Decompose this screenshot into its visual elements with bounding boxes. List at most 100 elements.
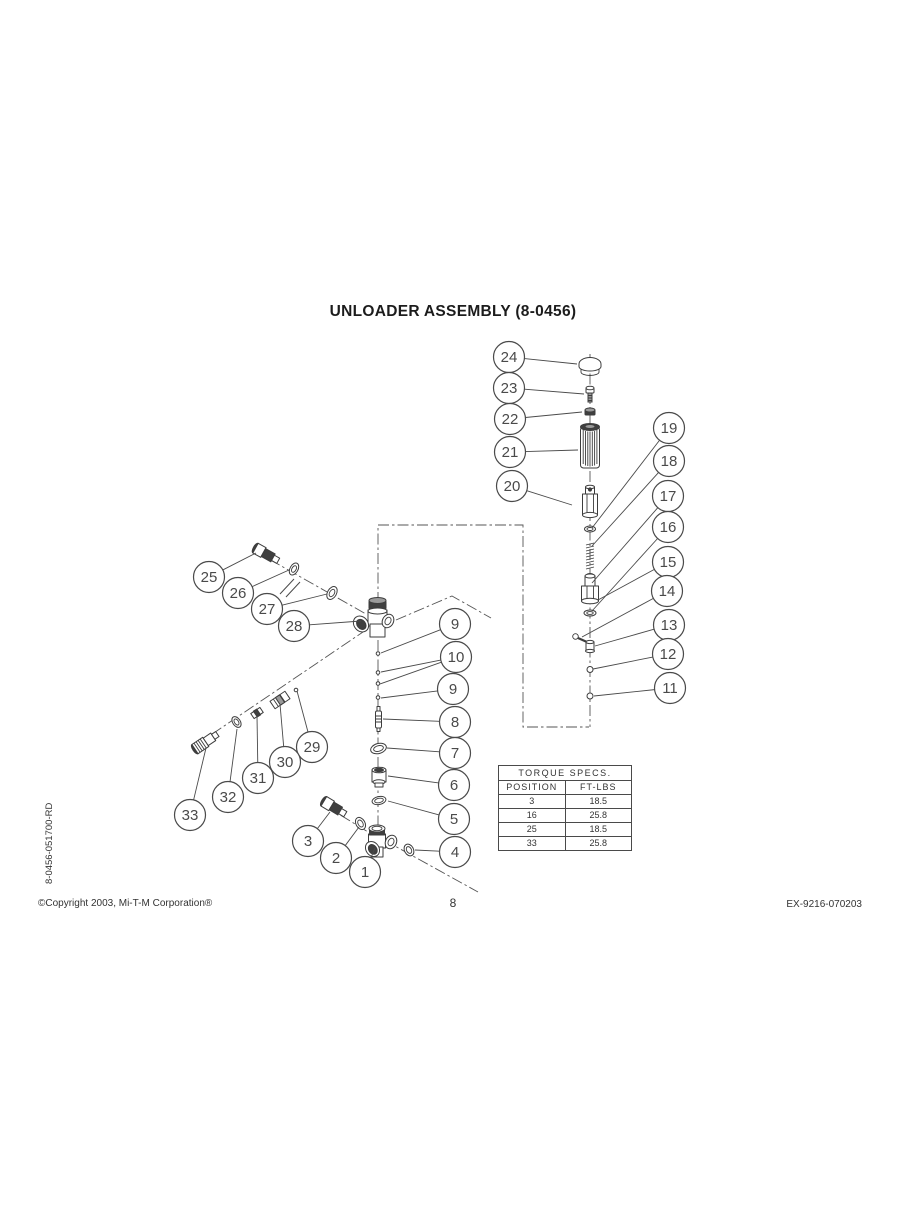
callout-20: 20 bbox=[495, 469, 573, 506]
leader-line bbox=[597, 568, 655, 601]
callout-number: 9 bbox=[449, 681, 457, 698]
callout-7: 7 bbox=[386, 736, 472, 770]
torque-col-ftlbs: FT-LBS bbox=[579, 782, 617, 792]
callout-number: 32 bbox=[220, 789, 237, 806]
part-spring bbox=[585, 542, 595, 570]
leader-line bbox=[593, 689, 655, 697]
leader-line bbox=[524, 388, 585, 395]
callout-number: 11 bbox=[662, 680, 678, 697]
torque-specs-table: TORQUE SPECS. POSITION FT-LBS 3 18.5 16 … bbox=[498, 765, 632, 851]
callout-1: 1 bbox=[348, 847, 382, 889]
callout-number: 2 bbox=[332, 850, 340, 867]
part-screw bbox=[585, 385, 595, 403]
leader-line bbox=[581, 597, 654, 638]
callout-number: 15 bbox=[660, 554, 677, 571]
part-ball-12 bbox=[586, 666, 594, 673]
leader-line bbox=[296, 690, 309, 733]
callout-bubble bbox=[221, 576, 255, 610]
callout-8: 8 bbox=[382, 705, 472, 739]
torque-table-title: TORQUE SPECS. bbox=[499, 766, 631, 781]
page-title: UNLOADER ASSEMBLY (8-0456) bbox=[329, 303, 577, 320]
callout-bubble bbox=[437, 802, 471, 836]
callout-18: 18 bbox=[591, 444, 686, 547]
part-cap bbox=[578, 357, 602, 376]
callout-6: 6 bbox=[387, 768, 471, 802]
callout-bubble bbox=[437, 768, 471, 802]
part-ball-29 bbox=[293, 687, 299, 693]
leader-line bbox=[592, 656, 653, 670]
callout-bubble bbox=[211, 780, 245, 814]
leader-line bbox=[387, 800, 440, 816]
callout-bubble bbox=[192, 560, 226, 594]
side-part-code: 8-0456-051700-RD bbox=[44, 802, 55, 884]
leader-line bbox=[279, 703, 285, 747]
document-code: EX-9216-070203 bbox=[786, 899, 862, 910]
part-washer-26 bbox=[288, 562, 300, 576]
callout-9: 9 bbox=[380, 672, 470, 706]
callout-29: 29 bbox=[295, 690, 329, 764]
callout-bubble bbox=[652, 444, 686, 478]
callout-22: 22 bbox=[493, 402, 583, 436]
callout-number: 16 bbox=[660, 519, 677, 536]
callout-bubble bbox=[438, 607, 472, 641]
leader-line bbox=[281, 593, 328, 606]
leader-line bbox=[526, 490, 573, 506]
callout-number: 23 bbox=[501, 380, 518, 397]
callout-number: 19 bbox=[661, 420, 678, 437]
callout-2: 2 bbox=[319, 826, 360, 875]
part-oring-16 bbox=[583, 609, 597, 617]
callout-21: 21 bbox=[493, 435, 579, 469]
part-plug-6 bbox=[371, 766, 387, 788]
callout-bubble bbox=[652, 411, 686, 445]
torque-row: 3 18.5 bbox=[499, 795, 631, 809]
callout-bubble bbox=[653, 671, 687, 705]
part-eyelet-pin bbox=[572, 633, 588, 644]
callout-number: 22 bbox=[502, 411, 519, 428]
callout-bubble bbox=[493, 435, 527, 469]
leader-line bbox=[229, 728, 238, 782]
leader-line bbox=[382, 718, 440, 722]
callout-bubble bbox=[319, 841, 353, 875]
callout-bubble bbox=[438, 835, 472, 869]
leader-line bbox=[525, 449, 579, 452]
leader-line bbox=[317, 811, 331, 829]
callout-bubble bbox=[173, 798, 207, 832]
callout-number: 27 bbox=[259, 601, 276, 618]
callout-number: 28 bbox=[286, 618, 303, 635]
leader-line bbox=[525, 411, 583, 418]
callout-bubble bbox=[348, 855, 382, 889]
callout-number: 7 bbox=[451, 745, 459, 762]
leader-line bbox=[387, 775, 439, 784]
leader-line bbox=[256, 715, 259, 763]
part-adjuster-fitting bbox=[582, 484, 598, 519]
part-washer-4 bbox=[403, 843, 415, 857]
callout-28: 28 bbox=[277, 609, 362, 643]
part-nut bbox=[584, 407, 596, 416]
callout-number: 6 bbox=[450, 777, 458, 794]
part-oring-5 bbox=[371, 795, 387, 806]
callout-number: 30 bbox=[277, 754, 294, 771]
torque-row: 25 18.5 bbox=[499, 823, 631, 837]
leader-line bbox=[591, 472, 659, 547]
leader-line bbox=[386, 747, 440, 753]
callout-number: 24 bbox=[501, 349, 518, 366]
callout-15: 15 bbox=[597, 545, 685, 601]
part-valve-seat-fitting bbox=[581, 573, 599, 605]
part-oring-32 bbox=[231, 716, 242, 728]
leader-line bbox=[222, 552, 257, 571]
callout-bubble bbox=[436, 672, 470, 706]
callout-number: 18 bbox=[661, 453, 678, 470]
part-knob bbox=[580, 423, 600, 469]
part-balls-9-10 bbox=[375, 651, 381, 700]
part-fitting-3 bbox=[319, 795, 348, 818]
callout-9: 9 bbox=[380, 607, 472, 654]
callout-number: 29 bbox=[304, 739, 321, 756]
leader-line bbox=[380, 629, 441, 654]
callout-16: 16 bbox=[591, 510, 685, 612]
leader-line bbox=[251, 569, 290, 588]
leader-line bbox=[370, 847, 376, 858]
callout-bubble bbox=[268, 745, 302, 779]
leader-line bbox=[309, 620, 362, 626]
